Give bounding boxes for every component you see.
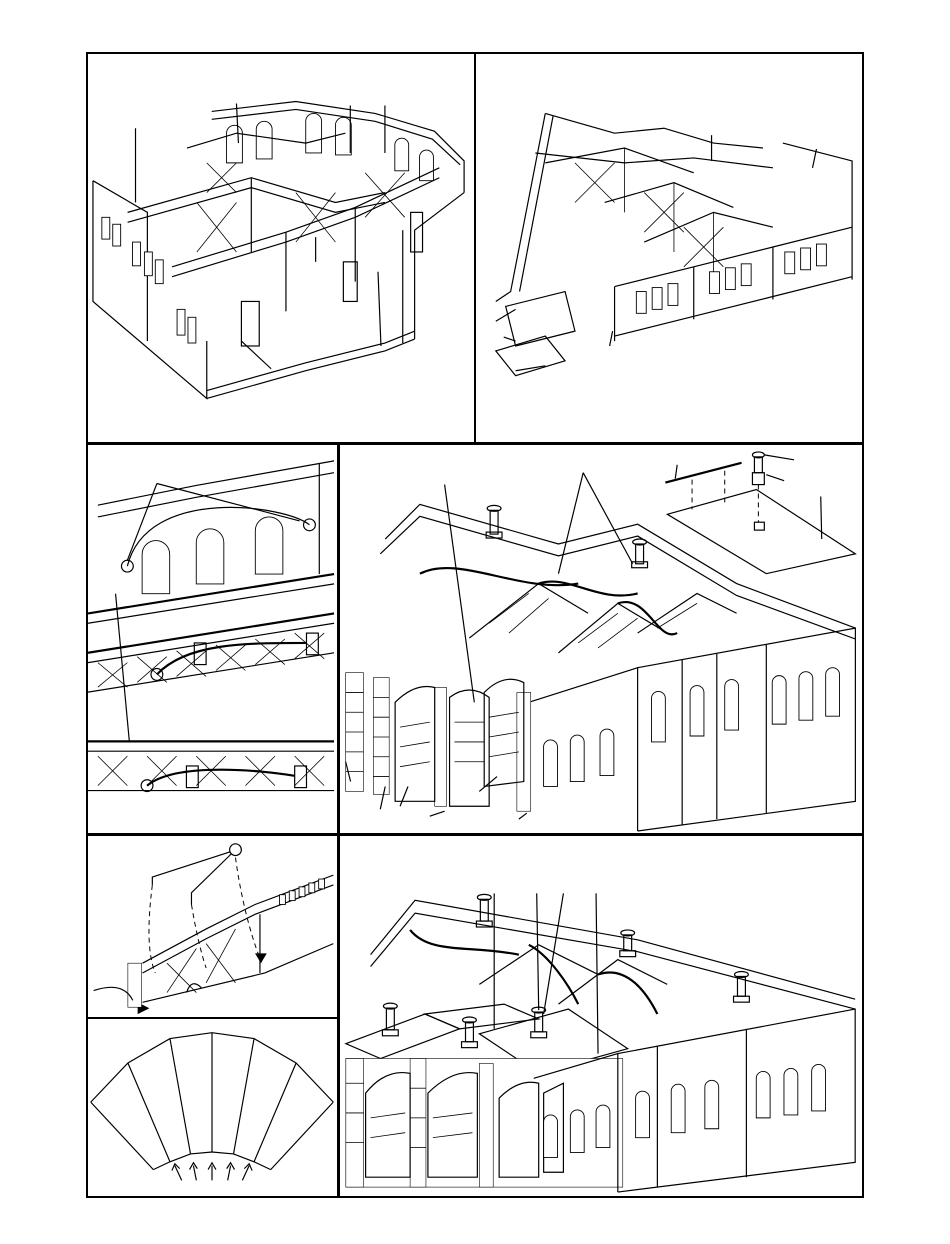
right-wall-windows xyxy=(636,244,826,313)
fan-outline xyxy=(91,1033,334,1170)
wire-routing-detail-panel xyxy=(86,834,339,1019)
assembly-step-frame-panel xyxy=(86,52,476,444)
truss-sections xyxy=(545,148,773,272)
completed-roundhouse-illustration xyxy=(340,836,862,1196)
roof-assembly-panel xyxy=(338,443,864,835)
roof-vents xyxy=(486,505,647,567)
assembly-step-walls-panel xyxy=(474,52,864,444)
stall-fan-layout-panel xyxy=(86,1017,339,1198)
track-entry-arrows xyxy=(172,1163,252,1181)
completed-roundhouse-panel xyxy=(338,834,864,1198)
brick-pillars xyxy=(346,673,531,812)
fan-layout-illustration xyxy=(88,1019,337,1196)
dormer-windows xyxy=(280,879,325,904)
leader-lines xyxy=(496,135,817,371)
frame-assembly-illustration xyxy=(88,54,474,442)
roof-panel xyxy=(667,490,855,574)
wiring-detail-panel xyxy=(86,443,339,835)
wire-routing-illustration xyxy=(88,836,337,1017)
left-wall-windows xyxy=(102,217,196,343)
front-roof-left xyxy=(346,1014,460,1059)
shed-doors xyxy=(395,679,524,806)
walls-assembly-illustration xyxy=(476,54,862,442)
rear-wall-windows xyxy=(227,113,434,180)
arched-windows xyxy=(142,517,283,594)
roof-truss-beams xyxy=(128,133,440,311)
roof-assembly-illustration xyxy=(340,445,862,833)
front-wall-windows xyxy=(544,668,840,787)
arrow-marker xyxy=(255,953,267,963)
wiring-detail-illustration xyxy=(88,445,337,833)
front-roof-middle xyxy=(425,1004,539,1029)
